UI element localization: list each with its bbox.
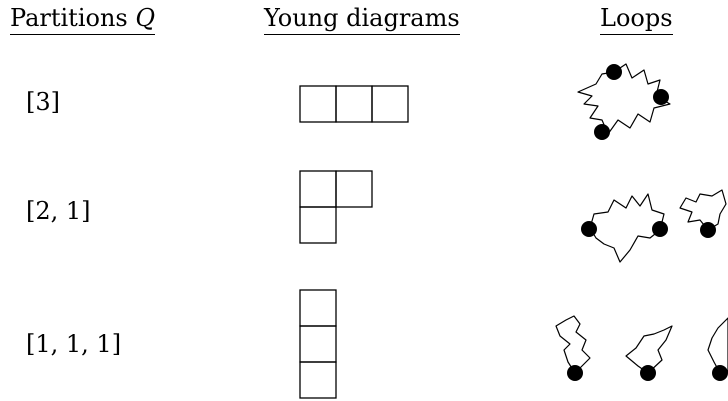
young-cell bbox=[371, 85, 409, 123]
young-diagram-3 bbox=[299, 85, 409, 123]
loops-row-1-1-1 bbox=[555, 315, 728, 381]
partition-label-3: [3] bbox=[26, 88, 60, 116]
loop-curve bbox=[707, 317, 728, 374]
young-cell bbox=[299, 325, 337, 363]
loop-marked-point bbox=[567, 365, 583, 381]
loop-curve bbox=[555, 315, 591, 374]
young-cell bbox=[299, 361, 337, 399]
partition-label-2-1: [2, 1] bbox=[26, 197, 91, 225]
young-diagram-2-1 bbox=[299, 170, 373, 244]
young-cell bbox=[335, 85, 373, 123]
young-cell bbox=[299, 85, 337, 123]
header-partitions-var: Q bbox=[135, 4, 156, 32]
loop-curve bbox=[589, 193, 665, 263]
header-partitions-text: Partitions bbox=[10, 4, 128, 32]
header-young-diagrams: Young diagrams bbox=[264, 4, 460, 35]
loops-row-3 bbox=[577, 63, 671, 140]
young-diagram-1-1-1 bbox=[299, 289, 337, 399]
loop-marked-point bbox=[581, 221, 597, 237]
header-loops: Loops bbox=[600, 4, 673, 35]
loop-marked-point bbox=[712, 365, 728, 381]
young-cell bbox=[299, 289, 337, 327]
young-cell bbox=[335, 170, 373, 208]
young-cell bbox=[299, 170, 337, 208]
loop-marked-point bbox=[640, 365, 656, 381]
loop-curve bbox=[577, 63, 671, 135]
header-partitions: Partitions Q bbox=[10, 4, 156, 35]
loop-curve bbox=[625, 325, 673, 374]
loop-marked-point bbox=[606, 64, 622, 80]
loop-curve bbox=[679, 189, 727, 231]
loop-marked-point bbox=[700, 222, 716, 238]
loop-marked-point bbox=[594, 124, 610, 140]
loop-marked-point bbox=[652, 221, 668, 237]
loops-row-2-1 bbox=[581, 189, 727, 263]
loop-marked-point bbox=[653, 89, 669, 105]
young-cell bbox=[299, 206, 337, 244]
partition-label-1-1-1: [1, 1, 1] bbox=[26, 330, 122, 358]
